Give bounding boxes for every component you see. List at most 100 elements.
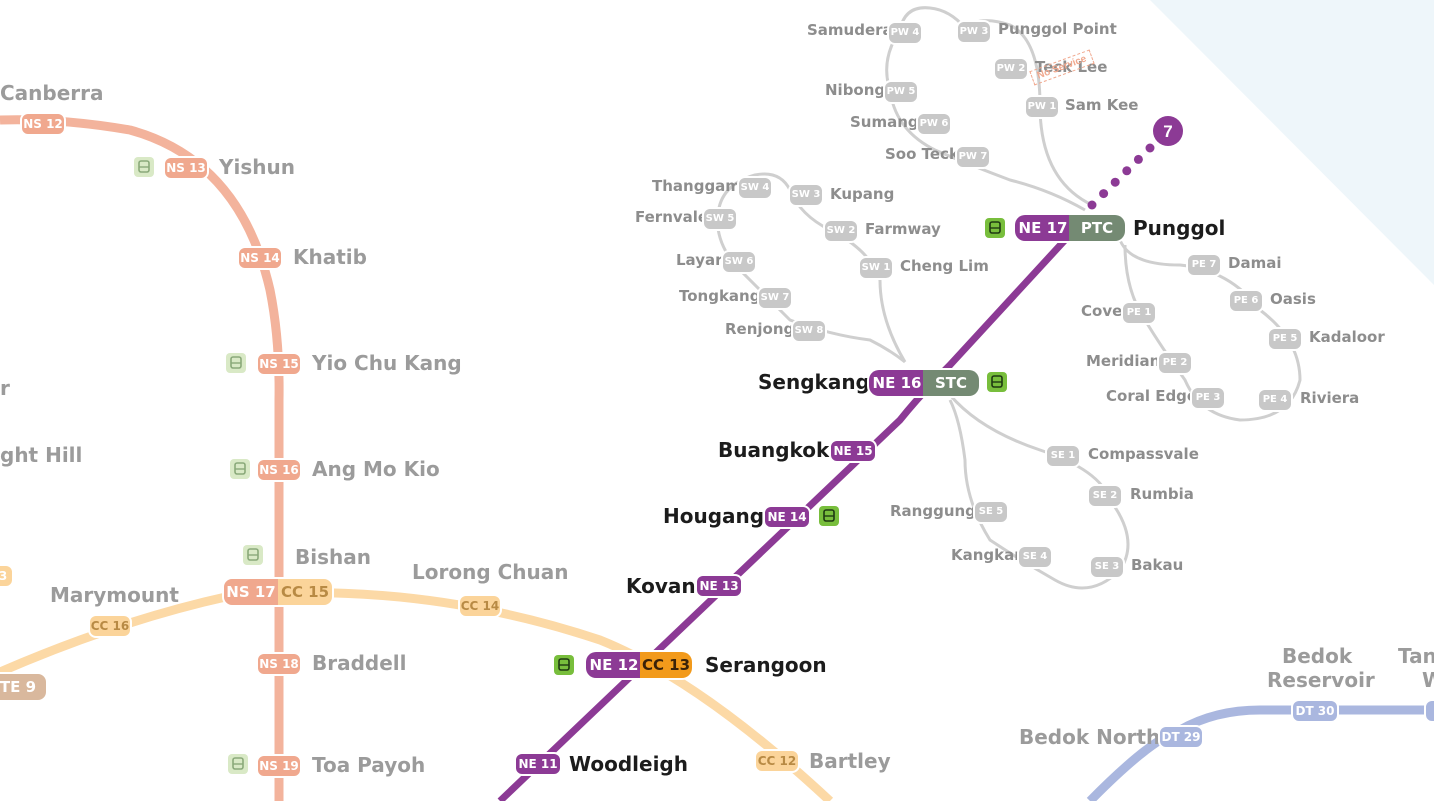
station-fernvale[interactable]: Fernvale — [635, 208, 709, 226]
station-punggol[interactable]: Punggol — [1133, 216, 1226, 240]
code-se3[interactable]: SE 3 — [1089, 555, 1125, 579]
code-ne16[interactable]: NE 16 — [867, 368, 925, 398]
code-cc16[interactable]: CC 16 — [88, 614, 132, 638]
code-se2[interactable]: SE 2 — [1087, 484, 1123, 508]
station-khatib[interactable]: Khatib — [293, 245, 367, 269]
station-rumbia[interactable]: Rumbia — [1130, 485, 1194, 503]
station-teck-lee[interactable]: Teck Lee — [1035, 58, 1108, 76]
code-pe2[interactable]: PE 2 — [1157, 351, 1193, 375]
station-bakau[interactable]: Bakau — [1131, 556, 1184, 574]
station-thanggam[interactable]: Thanggam — [652, 177, 741, 195]
station-toa-payoh[interactable]: Toa Payoh — [312, 753, 426, 777]
code-ns16[interactable]: NS 16 — [256, 458, 302, 482]
station-buangkok[interactable]: Buangkok — [718, 438, 830, 462]
station-yishun[interactable]: Yishun — [219, 155, 295, 179]
code-ptc[interactable]: PTC — [1069, 213, 1127, 243]
code-pw3[interactable]: PW 3 — [956, 20, 992, 44]
code-pe5[interactable]: PE 5 — [1267, 327, 1303, 351]
station-nibong[interactable]: Nibong — [825, 81, 886, 99]
code-sw5[interactable]: SW 5 — [702, 207, 738, 231]
station-compassvale[interactable]: Compassvale — [1088, 445, 1199, 463]
code-pw5[interactable]: PW 5 — [883, 80, 919, 104]
code-pw6[interactable]: PW 6 — [916, 112, 952, 136]
station-coral-edge[interactable]: Coral Edge — [1106, 387, 1198, 405]
station-renjong[interactable]: Renjong — [725, 320, 795, 338]
station-sengkang[interactable]: Sengkang — [758, 370, 870, 394]
code-cc13[interactable]: CC 13 — [640, 650, 694, 680]
code-pe7[interactable]: PE 7 — [1186, 253, 1222, 277]
station-bedok-reservoir-line1[interactable]: Bedok — [1282, 644, 1353, 668]
code-dt29[interactable]: DT 29 — [1158, 725, 1204, 749]
code-cc15[interactable]: CC 15 — [278, 577, 334, 607]
code-se1[interactable]: SE 1 — [1045, 444, 1081, 468]
station-soo-teck[interactable]: Soo Teck — [885, 145, 959, 163]
code-pw7[interactable]: PW 7 — [955, 145, 991, 169]
station-cove[interactable]: Cove — [1081, 302, 1123, 320]
station-bartley[interactable]: Bartley — [809, 749, 891, 773]
code-ne14[interactable]: NE 14 — [763, 505, 811, 529]
station-bishan[interactable]: Bishan — [295, 545, 371, 569]
station-woodleigh[interactable]: Woodleigh — [569, 752, 688, 776]
station-tongkang[interactable]: Tongkang — [679, 287, 761, 305]
code-sw3[interactable]: SW 3 — [788, 183, 824, 207]
code-cc14[interactable]: CC 14 — [458, 594, 502, 618]
station-meridian[interactable]: Meridian — [1086, 352, 1161, 370]
station-sumang[interactable]: Sumang — [850, 113, 919, 131]
code-dt30[interactable]: DT 30 — [1291, 699, 1339, 723]
station-yio-chu-kang[interactable]: Yio Chu Kang — [312, 351, 462, 375]
code-ns14[interactable]: NS 14 — [237, 246, 283, 270]
station-kupang[interactable]: Kupang — [830, 185, 895, 203]
code-ne17[interactable]: NE 17 — [1013, 213, 1071, 243]
code-pe1[interactable]: PE 1 — [1121, 301, 1157, 325]
station-kadaloor[interactable]: Kadaloor — [1309, 328, 1385, 346]
code-ne15[interactable]: NE 15 — [829, 439, 877, 463]
code-sw8[interactable]: SW 8 — [791, 319, 827, 343]
code-sw1[interactable]: SW 1 — [858, 256, 894, 280]
station-punggol-point[interactable]: Punggol Point — [998, 20, 1117, 38]
station-canberra[interactable]: Canberra — [0, 81, 104, 105]
station-marymount[interactable]: Marymount — [50, 583, 179, 607]
code-ne13[interactable]: NE 13 — [695, 574, 743, 598]
station-farmway[interactable]: Farmway — [865, 220, 941, 238]
station-kangkar[interactable]: Kangkar — [951, 546, 1022, 564]
station-oasis[interactable]: Oasis — [1270, 290, 1316, 308]
code-ns19[interactable]: NS 19 — [256, 754, 302, 778]
code-ns12[interactable]: NS 12 — [20, 112, 66, 136]
code-pe6[interactable]: PE 6 — [1228, 289, 1264, 313]
station-kovan[interactable]: Kovan — [626, 574, 696, 598]
code-se4[interactable]: SE 4 — [1017, 545, 1053, 569]
station-sam-kee[interactable]: Sam Kee — [1065, 96, 1139, 114]
code-ne11[interactable]: NE 11 — [514, 752, 562, 776]
station-bedok-reservoir-line2[interactable]: Reservoir — [1267, 668, 1375, 692]
station-braddell[interactable]: Braddell — [312, 651, 407, 675]
station-ranggung[interactable]: Ranggung — [890, 502, 976, 520]
station-serangoon[interactable]: Serangoon — [705, 653, 827, 677]
station-hougang[interactable]: Hougang — [663, 504, 765, 528]
station-ang-mo-kio[interactable]: Ang Mo Kio — [312, 457, 440, 481]
station-cheng-lim[interactable]: Cheng Lim — [900, 257, 989, 275]
code-sw4[interactable]: SW 4 — [737, 176, 773, 200]
code-se5[interactable]: SE 5 — [973, 500, 1009, 524]
code-ne12[interactable]: NE 12 — [584, 650, 642, 680]
station-layar[interactable]: Layar — [676, 251, 723, 269]
station-riviera[interactable]: Riviera — [1300, 389, 1360, 407]
code-pw1[interactable]: PW 1 — [1024, 95, 1060, 119]
code-stc[interactable]: STC — [923, 368, 981, 398]
station-lorong-chuan[interactable]: Lorong Chuan — [412, 560, 569, 584]
code-cc12[interactable]: CC 12 — [754, 749, 800, 773]
code-pe4[interactable]: PE 4 — [1257, 388, 1293, 412]
code-ns15[interactable]: NS 15 — [256, 352, 302, 376]
code-ns17[interactable]: NS 17 — [222, 577, 278, 607]
code-sw7[interactable]: SW 7 — [757, 286, 793, 310]
code-pw4[interactable]: PW 4 — [887, 21, 923, 45]
code-ns18[interactable]: NS 18 — [256, 652, 302, 676]
station-bedok-north[interactable]: Bedok North — [1019, 725, 1161, 749]
code-ns13[interactable]: NS 13 — [163, 156, 209, 180]
code-pe3[interactable]: PE 3 — [1190, 386, 1226, 410]
station-damai[interactable]: Damai — [1228, 254, 1282, 272]
code-pw2[interactable]: PW 2 — [993, 57, 1029, 81]
code-te9[interactable]: TE 9 — [0, 672, 48, 702]
code-sw6[interactable]: SW 6 — [721, 250, 757, 274]
code-sw2[interactable]: SW 2 — [823, 219, 859, 243]
station-samudera[interactable]: Samudera — [807, 21, 893, 39]
